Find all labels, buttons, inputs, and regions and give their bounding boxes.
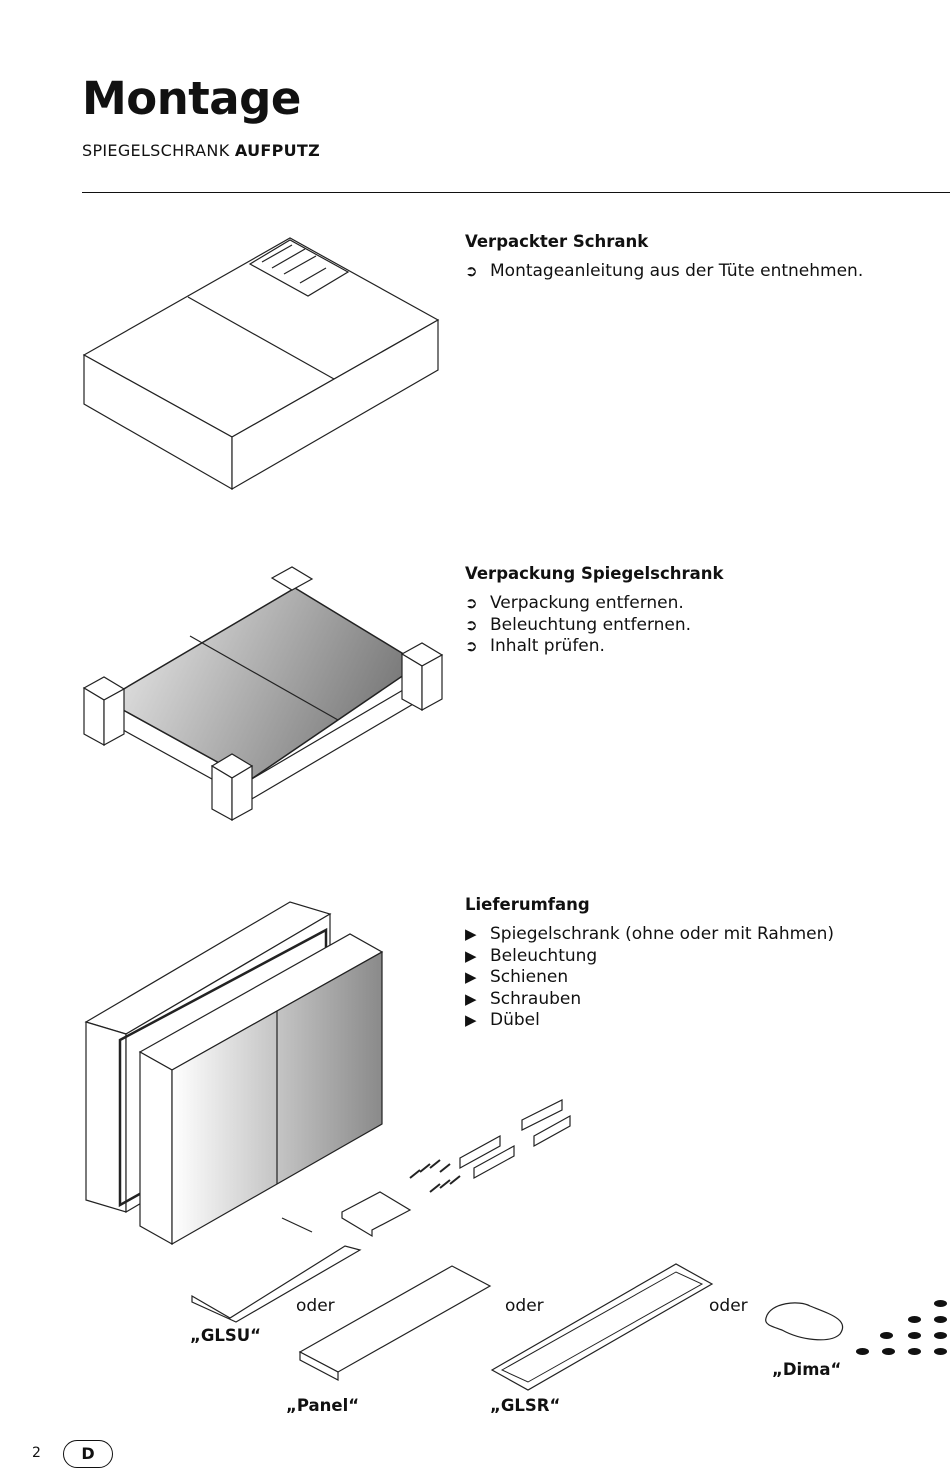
section-delivery-contents: Lieferumfang ▶ Spiegelschrank (ohne oder… [465,895,834,1032]
page-number: 2 [32,1445,41,1461]
list-item-text: Schrauben [490,988,582,1009]
dot [934,1316,947,1323]
arrow-bullet-icon: ➲ [465,615,478,634]
list-item-text: Schienen [490,967,569,987]
dot [934,1332,947,1339]
list-item: ▶ Beleuchtung [465,946,834,968]
page-title: Montage [82,72,301,125]
section-heading: Verpackung Spiegelschrank [465,564,724,583]
instruction-list: ➲ Montageanleitung aus der Tüte entnehme… [465,261,863,283]
list-item: ➲ Beleuchtung entfernen. [465,615,723,637]
or-label: oder [505,1296,544,1316]
dot [908,1316,921,1323]
list-item: ➲ Verpackung entfernen. [465,593,723,615]
dot [934,1300,947,1307]
dot [880,1332,893,1339]
language-badge: D [63,1440,113,1468]
header-divider [82,192,950,193]
list-item-text: Beleuchtung [490,945,598,966]
list-item: ▶ Schienen [465,967,834,989]
glsu-caption: „GLSU“ [190,1326,262,1345]
or-label: oder [296,1296,335,1316]
panel-caption: „Panel“ [286,1396,360,1415]
instruction-list: ➲ Verpackung entfernen. ➲ Beleuchtung en… [465,593,723,658]
dot [882,1348,895,1355]
triangle-bullet-icon: ▶ [465,1011,477,1029]
list-item: ➲ Inhalt prüfen. [465,636,723,658]
list-item-text: Inhalt prüfen. [490,636,605,656]
arrow-bullet-icon: ➲ [465,262,478,280]
list-item-text: Spiegelschrank (ohne oder mit Rahmen) [490,924,835,944]
list-item-text: Montageanleitung aus der Tüte entnehmen. [490,261,864,281]
section-unpacking: Verpackung Spiegelschrank ➲ Verpackung e… [465,564,723,658]
dot [908,1332,921,1339]
section-heading: Lieferumfang [465,895,590,914]
triangle-bullet-icon: ▶ [465,968,477,986]
contents-list: ▶ Spiegelschrank (ohne oder mit Rahmen) … [465,924,834,1032]
subtitle-bold: AUFPUTZ [234,141,321,160]
dima-caption: „Dima“ [772,1360,842,1379]
page-subtitle: SPIEGELSCHRANK AUFPUTZ [82,141,320,160]
triangle-bullet-icon: ▶ [465,946,477,965]
list-item: ▶ Spiegelschrank (ohne oder mit Rahmen) [465,924,834,946]
list-item-text: Dübel [490,1010,540,1030]
section-heading: Verpackter Schrank [465,232,649,251]
subtitle-prefix: SPIEGELSCHRANK [82,141,230,160]
section-packed-cabinet: Verpackter Schrank ➲ Montageanleitung au… [465,232,863,283]
triangle-bullet-icon: ▶ [465,925,477,943]
dot [908,1348,921,1355]
arrow-bullet-icon: ➲ [465,594,478,612]
list-item: ▶ Schrauben [465,989,834,1011]
list-item: ➲ Montageanleitung aus der Tüte entnehme… [465,261,863,283]
list-item-text: Verpackung entfernen. [490,593,684,613]
triangle-bullet-icon: ▶ [465,989,477,1008]
dot [856,1348,869,1355]
list-item: ▶ Dübel [465,1010,834,1032]
list-item-text: Beleuchtung entfernen. [490,614,692,635]
dot [934,1348,947,1355]
or-label: oder [709,1296,748,1316]
glsr-caption: „GLSR“ [490,1396,561,1415]
arrow-bullet-icon: ➲ [465,637,478,655]
